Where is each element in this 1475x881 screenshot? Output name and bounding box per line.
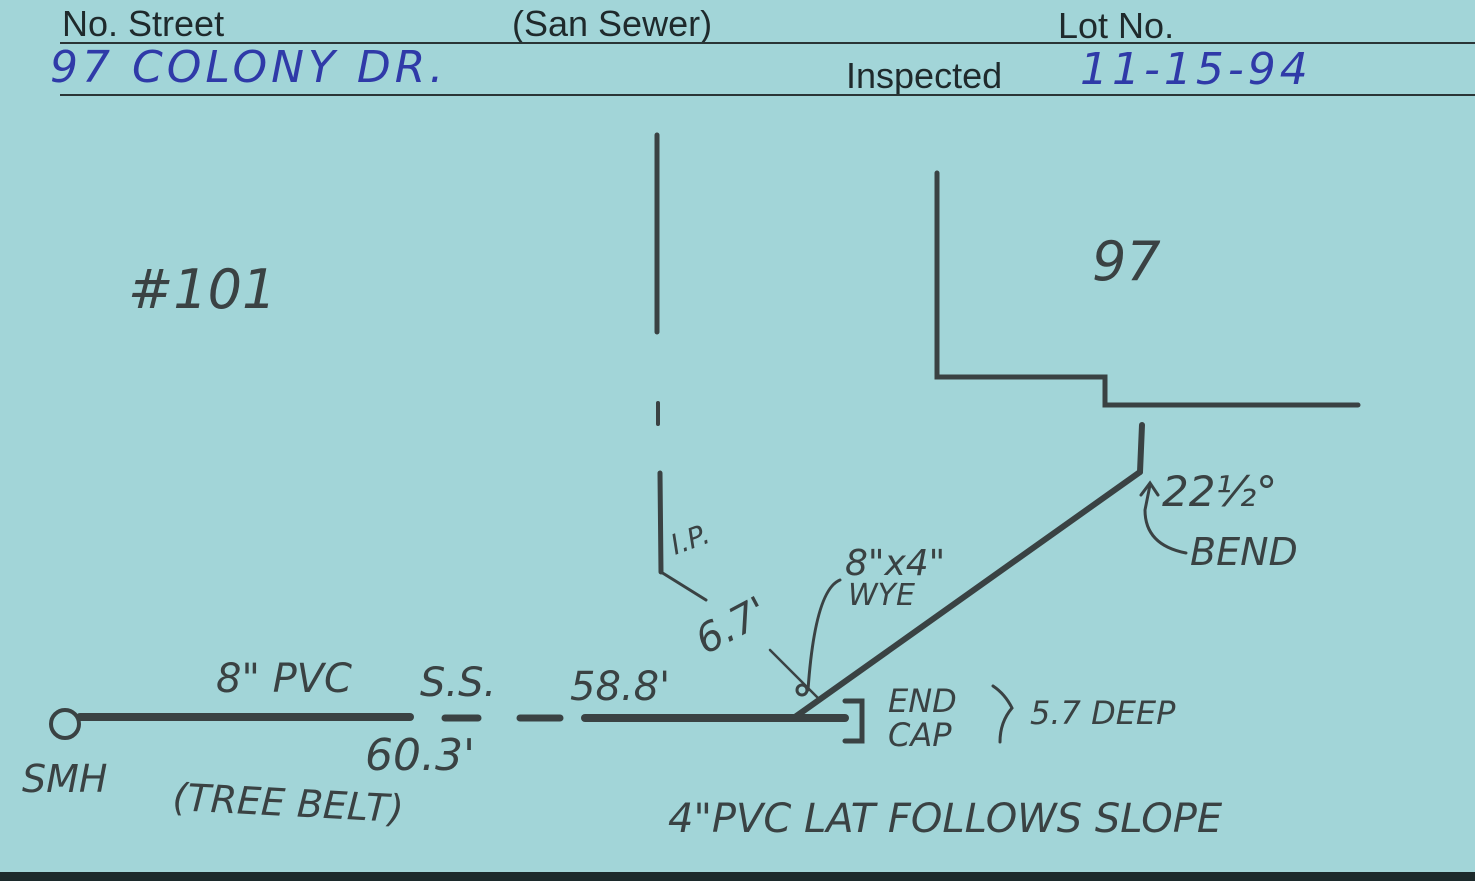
street-label: No. Street [62,3,225,44]
inspected-label: Inspected [846,55,1003,96]
wye-size: 8"x4" [845,543,945,584]
length-to-manhole: 60.3' [365,730,475,781]
sanitary-sewer-label: S.S. [420,660,496,706]
property-line-lower [657,470,664,575]
header-rule-bottom [60,94,1475,96]
lot-number-sketch: 97 [1092,230,1161,293]
depth-label: 5.7 DEEP [1030,694,1176,732]
length-to-wye: 58.8' [570,664,670,710]
lateral-riser [1137,422,1145,475]
tree-belt-label: (TREE BELT) [172,775,405,831]
wye-label: WYE [848,578,915,613]
end-cap [842,698,865,744]
header-rule-top [60,42,1475,44]
bend-pointer [1143,483,1188,555]
bend-arrowhead [1139,480,1160,497]
cap-label: CAP [888,716,952,754]
depth-brace [991,684,1014,744]
main-size-label: 8" PVC [216,656,352,702]
bend-angle: 22½° [1162,467,1277,516]
smh-label: SMH [22,757,107,801]
inspected-date-value: 11-15-94 [1080,44,1312,95]
wye-pointer [806,578,842,692]
end-label: END [888,682,957,720]
bend-label: BEND [1190,530,1298,574]
iron-pin-label: I.P. [666,517,714,561]
offset-leader [768,648,822,702]
lateral-line [792,469,1143,720]
lot-label: Lot No. [1058,5,1175,46]
manhole-symbol [49,708,81,740]
card-bottom-edge [0,872,1475,881]
card-number: #101 [128,258,276,321]
address-value: 97 COLONY DR. [50,42,448,93]
sewer-type-label: (San Sewer) [512,3,713,44]
ip-leader [659,570,708,602]
wye-point [795,683,809,697]
offset-distance: 6.7' [688,588,775,664]
lateral-note: 4"PVC LAT FOLLOWS SLOPE [668,796,1223,842]
house-outline [934,170,1361,408]
